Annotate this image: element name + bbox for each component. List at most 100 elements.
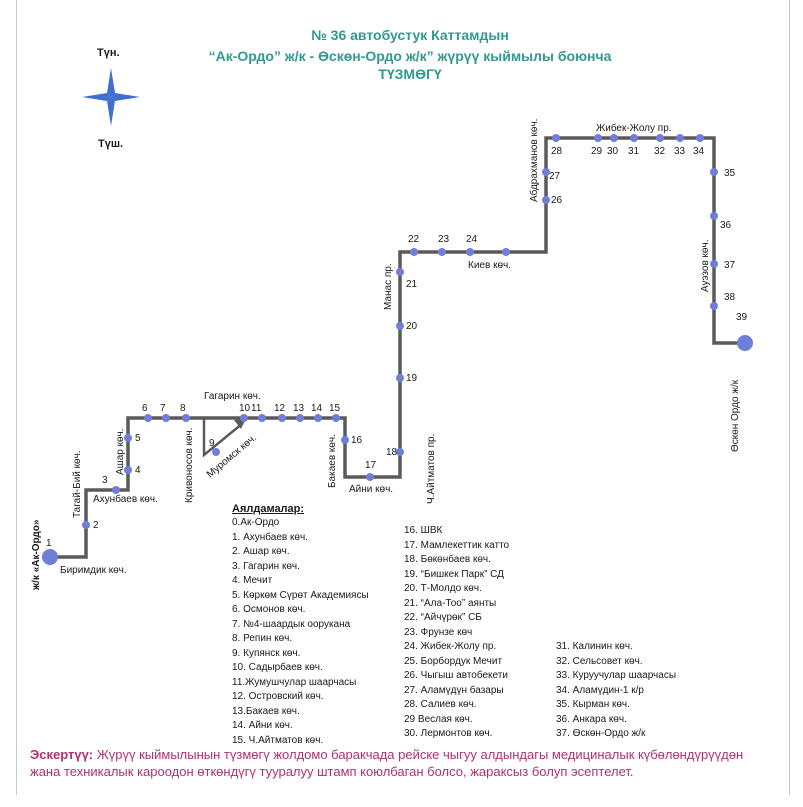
page-frame xyxy=(16,0,790,795)
stop-3 xyxy=(112,486,120,494)
map-title-line2: “Ак-Ордо” ж/к - Өскөн-Ордо ж/к” жүрүү кы… xyxy=(208,48,612,64)
stop-label-9: 9 xyxy=(209,438,215,449)
stop-5 xyxy=(124,434,132,442)
legend-item: 27. Аламүдүн базары xyxy=(404,684,504,696)
footnote-head: Эскертүү: xyxy=(30,747,94,762)
legend-item: 22. “Айчүрөк” СБ xyxy=(404,612,482,623)
stop-label-1: 1 xyxy=(46,538,52,549)
stop-21 xyxy=(396,268,404,276)
street-jibek-jolu: Жибек-Жолу пр. xyxy=(596,122,672,134)
stop-20 xyxy=(396,322,404,330)
map-title-line1: № 36 автобустук Каттамдын xyxy=(311,27,509,43)
street-birimdik: Биримдик көч. xyxy=(60,565,127,576)
legend-item: 14. Айни көч. xyxy=(232,720,293,731)
legend-item: 28. Салиев көч. xyxy=(404,699,477,710)
stop-label-3: 3 xyxy=(102,475,108,486)
stop-7 xyxy=(162,414,170,422)
street-abdrakhmanov: Абдрахманов көч. xyxy=(528,119,540,202)
street-akhunbaev: Ахунбаев көч. xyxy=(93,493,158,505)
stop-14 xyxy=(314,414,322,422)
stop-label-31: 31 xyxy=(628,146,640,157)
stop-label-22: 22 xyxy=(408,234,420,245)
stop-label-10: 10 xyxy=(239,403,251,414)
stop-label-23: 23 xyxy=(438,234,450,245)
stop-label-26: 26 xyxy=(551,195,563,206)
legend-item: 34. Аламүдин-1 к/р xyxy=(556,684,644,696)
stop-label-32: 32 xyxy=(654,146,666,157)
stop-label-20: 20 xyxy=(406,321,418,332)
stop-35 xyxy=(710,168,718,176)
stop-38 xyxy=(710,302,718,310)
stop-27 xyxy=(542,168,550,176)
legend-item: 16. ШВК xyxy=(404,525,443,536)
stop-label-12: 12 xyxy=(274,403,286,414)
compass-south: Түш. xyxy=(98,138,123,150)
stop-label-18: 18 xyxy=(386,447,398,458)
stop-label-28: 28 xyxy=(551,146,563,157)
stop-25 xyxy=(502,248,510,256)
stop-15 xyxy=(332,414,340,422)
stop-19 xyxy=(396,374,404,382)
legend-item: 30. Лермонтов көч. xyxy=(404,728,493,739)
street-tagai-bii: Тагай-Бий көч. xyxy=(72,450,83,518)
stop-label-2: 2 xyxy=(93,520,99,531)
stop-8 xyxy=(182,414,190,422)
stop-label-24: 24 xyxy=(466,234,478,245)
legend-item: 0.Ак-Ордо xyxy=(232,517,280,528)
stop-label-15: 15 xyxy=(329,403,341,414)
street-manas: Манас пр. xyxy=(383,263,394,310)
legend-item: 23. Фрунзе көч xyxy=(404,626,473,638)
terminal-end-label: Өскөн Ордо ж/к xyxy=(730,379,741,452)
stop-36 xyxy=(710,212,718,220)
stop-13 xyxy=(296,414,304,422)
stop-label-27: 27 xyxy=(549,171,561,182)
street-bakaev: Бакаев көч. xyxy=(327,434,338,488)
legend-item: 13.Бакаев көч. xyxy=(232,705,300,717)
legend-item: 2. Ашар көч. xyxy=(232,546,290,557)
legend-item: 15. Ч.Айтматов көч. xyxy=(232,734,324,746)
legend-item: 33. Куруучулар шаарчасы xyxy=(556,670,677,681)
legend-item: 31. Калинин көч. xyxy=(556,641,633,652)
legend-item: 4. Мечит xyxy=(232,575,273,586)
stop-30 xyxy=(610,134,618,142)
stop-6 xyxy=(144,414,152,422)
stop-11 xyxy=(258,414,266,422)
legend-item: 32. Сельсовет көч. xyxy=(556,655,643,667)
stop-26 xyxy=(542,196,550,204)
legend-column-2: 16. ШВК 17. Мамлекеттик катто 18. Бөкөнб… xyxy=(404,524,509,742)
stop-17 xyxy=(366,473,374,481)
compass-rose-icon xyxy=(82,68,140,126)
stop-label-21: 21 xyxy=(406,279,418,290)
legend-item: 37. Өскөн-Ордо ж/к xyxy=(556,728,646,739)
stop-label-30: 30 xyxy=(607,146,619,157)
stop-18 xyxy=(396,448,404,456)
stop-label-19: 19 xyxy=(406,373,418,384)
stop-22 xyxy=(410,248,418,256)
street-krivonosov: Кривоносов көч. xyxy=(184,427,195,503)
stop-label-4: 4 xyxy=(135,465,141,476)
stop-23 xyxy=(438,248,446,256)
legend-item: 35. Кырман көч. xyxy=(556,699,630,710)
legend-item: 20. Т-Молдо көч. xyxy=(404,583,482,594)
stop-9 xyxy=(212,448,220,456)
stop-16 xyxy=(341,436,349,444)
stop-4 xyxy=(124,466,132,474)
stop-label-7: 7 xyxy=(160,403,166,414)
stop-29 xyxy=(594,134,602,142)
legend-column-1: 0.Ак-Ордо 1. Ахунбаев көч. 2. Ашар көч. … xyxy=(232,516,369,748)
stop-12 xyxy=(278,414,286,422)
legend-item: 26. Чыгыш автобекети xyxy=(404,670,508,681)
street-ashar: Ашар көч. xyxy=(115,428,126,475)
stop-markers xyxy=(47,134,718,560)
legend-item: 12. Островский көч. xyxy=(232,691,324,702)
stop-1 xyxy=(47,554,53,560)
stop-label-14: 14 xyxy=(311,403,323,414)
legend-item: 36. Анкара көч. xyxy=(556,713,627,725)
stop-28 xyxy=(552,134,560,142)
legend-item: 9. Купянск көч. xyxy=(232,647,301,659)
stop-label-6: 6 xyxy=(142,403,148,414)
legend-item: 7. №4-шаардык оорукана xyxy=(232,618,351,630)
stop-label-34: 34 xyxy=(693,146,705,157)
legend-item: 17. Мамлекеттик катто xyxy=(404,539,510,551)
legend-item: 8. Репин көч. xyxy=(232,633,293,644)
